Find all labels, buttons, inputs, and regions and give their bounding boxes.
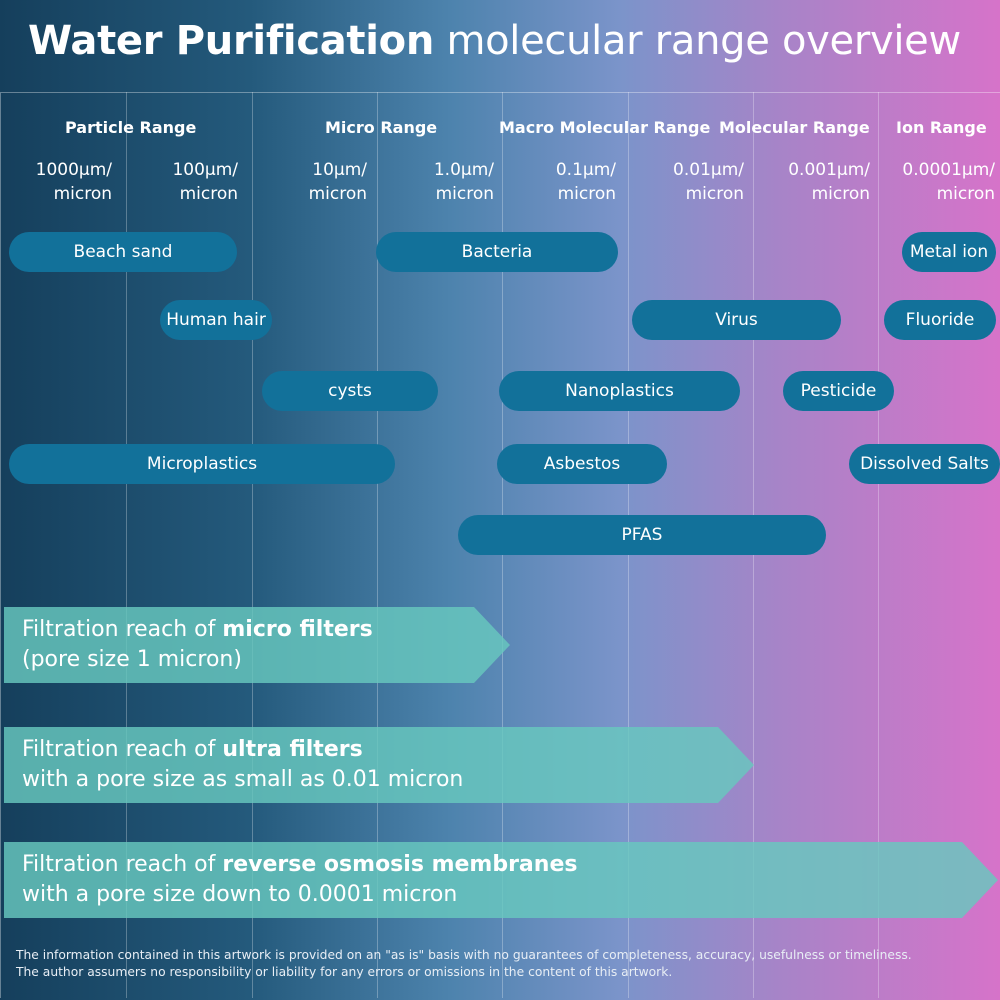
scale-unit: micron [53, 184, 112, 204]
filter-arrow-micro: Filtration reach of micro filters (pore … [4, 607, 510, 683]
scale-unit: micron [685, 184, 744, 204]
pill-nanoplastics: Nanoplastics [499, 371, 740, 411]
filter-arrow-ultra: Filtration reach of ultra filters with a… [4, 727, 754, 803]
grid-line [377, 92, 378, 998]
pill-beach-sand: Beach sand [9, 232, 237, 272]
pill-virus: Virus [632, 300, 841, 340]
scale-value: 1000µm/ [35, 160, 112, 180]
filter-arrow-reverse-osmosis: Filtration reach of reverse osmosis memb… [4, 842, 998, 918]
scale-label: 100µm/micron [122, 158, 238, 206]
pill-cysts: cysts [262, 371, 438, 411]
scale-label: 1.0µm/micron [378, 158, 494, 206]
scale-unit: micron [936, 184, 995, 204]
scale-label: 10µm/micron [251, 158, 367, 206]
disclaimer: The information contained in this artwor… [16, 947, 912, 981]
pill-human-hair: Human hair [160, 300, 272, 340]
filter-title: Filtration reach of reverse osmosis memb… [22, 852, 578, 877]
grid-line [878, 92, 879, 998]
pill-pfas: PFAS [458, 515, 826, 555]
scale-unit: micron [557, 184, 616, 204]
scale-value: 0.001µm/ [788, 160, 870, 180]
pill-metal-ion: Metal ion [902, 232, 996, 272]
scale-label: 0.001µm/micron [754, 158, 870, 206]
filter-title: Filtration reach of micro filters [22, 617, 373, 642]
pill-asbestos: Asbestos [497, 444, 667, 484]
scale-value: 0.0001µm/ [902, 160, 995, 180]
pill-bacteria: Bacteria [376, 232, 618, 272]
disclaimer-line: The information contained in this artwor… [16, 948, 912, 962]
range-label-micro: Micro Range [325, 118, 438, 137]
title-bold: Water Purification [28, 18, 435, 64]
scale-label: 0.0001µm/micron [879, 158, 995, 206]
grid-line [126, 92, 127, 998]
filter-title: Filtration reach of ultra filters [22, 737, 363, 762]
pill-microplastics: Microplastics [9, 444, 395, 484]
scale-label: 0.1µm/micron [500, 158, 616, 206]
pill-dissolved-salts: Dissolved Salts [849, 444, 1000, 484]
scale-unit: micron [435, 184, 494, 204]
range-label-particle: Particle Range [65, 118, 197, 137]
filter-detail: (pore size 1 micron) [22, 647, 242, 672]
scale-unit: micron [179, 184, 238, 204]
filter-detail: with a pore size as small as 0.01 micron [22, 767, 464, 792]
diagram-frame [0, 92, 1000, 998]
page-title: Water Purification molecular range overv… [28, 18, 961, 64]
scale-value: 10µm/ [312, 160, 367, 180]
pill-fluoride: Fluoride [884, 300, 996, 340]
grid-line [252, 92, 253, 998]
scale-unit: micron [308, 184, 367, 204]
pill-pesticide: Pesticide [783, 371, 894, 411]
filter-detail: with a pore size down to 0.0001 micron [22, 882, 458, 907]
range-label-ion: Ion Range [896, 118, 987, 137]
scale-label: 1000µm/micron [0, 158, 112, 206]
scale-unit: micron [811, 184, 870, 204]
scale-value: 0.1µm/ [555, 160, 616, 180]
range-label-molecular: Molecular Range [719, 118, 870, 137]
scale-value: 0.01µm/ [673, 160, 744, 180]
disclaimer-line: The author assumers no responsibility or… [16, 965, 673, 979]
scale-label: 0.01µm/micron [628, 158, 744, 206]
scale-value: 100µm/ [172, 160, 238, 180]
scale-value: 1.0µm/ [433, 160, 494, 180]
title-rest: molecular range overview [446, 18, 961, 64]
range-label-macro-molecular: Macro Molecular Range [499, 118, 711, 137]
